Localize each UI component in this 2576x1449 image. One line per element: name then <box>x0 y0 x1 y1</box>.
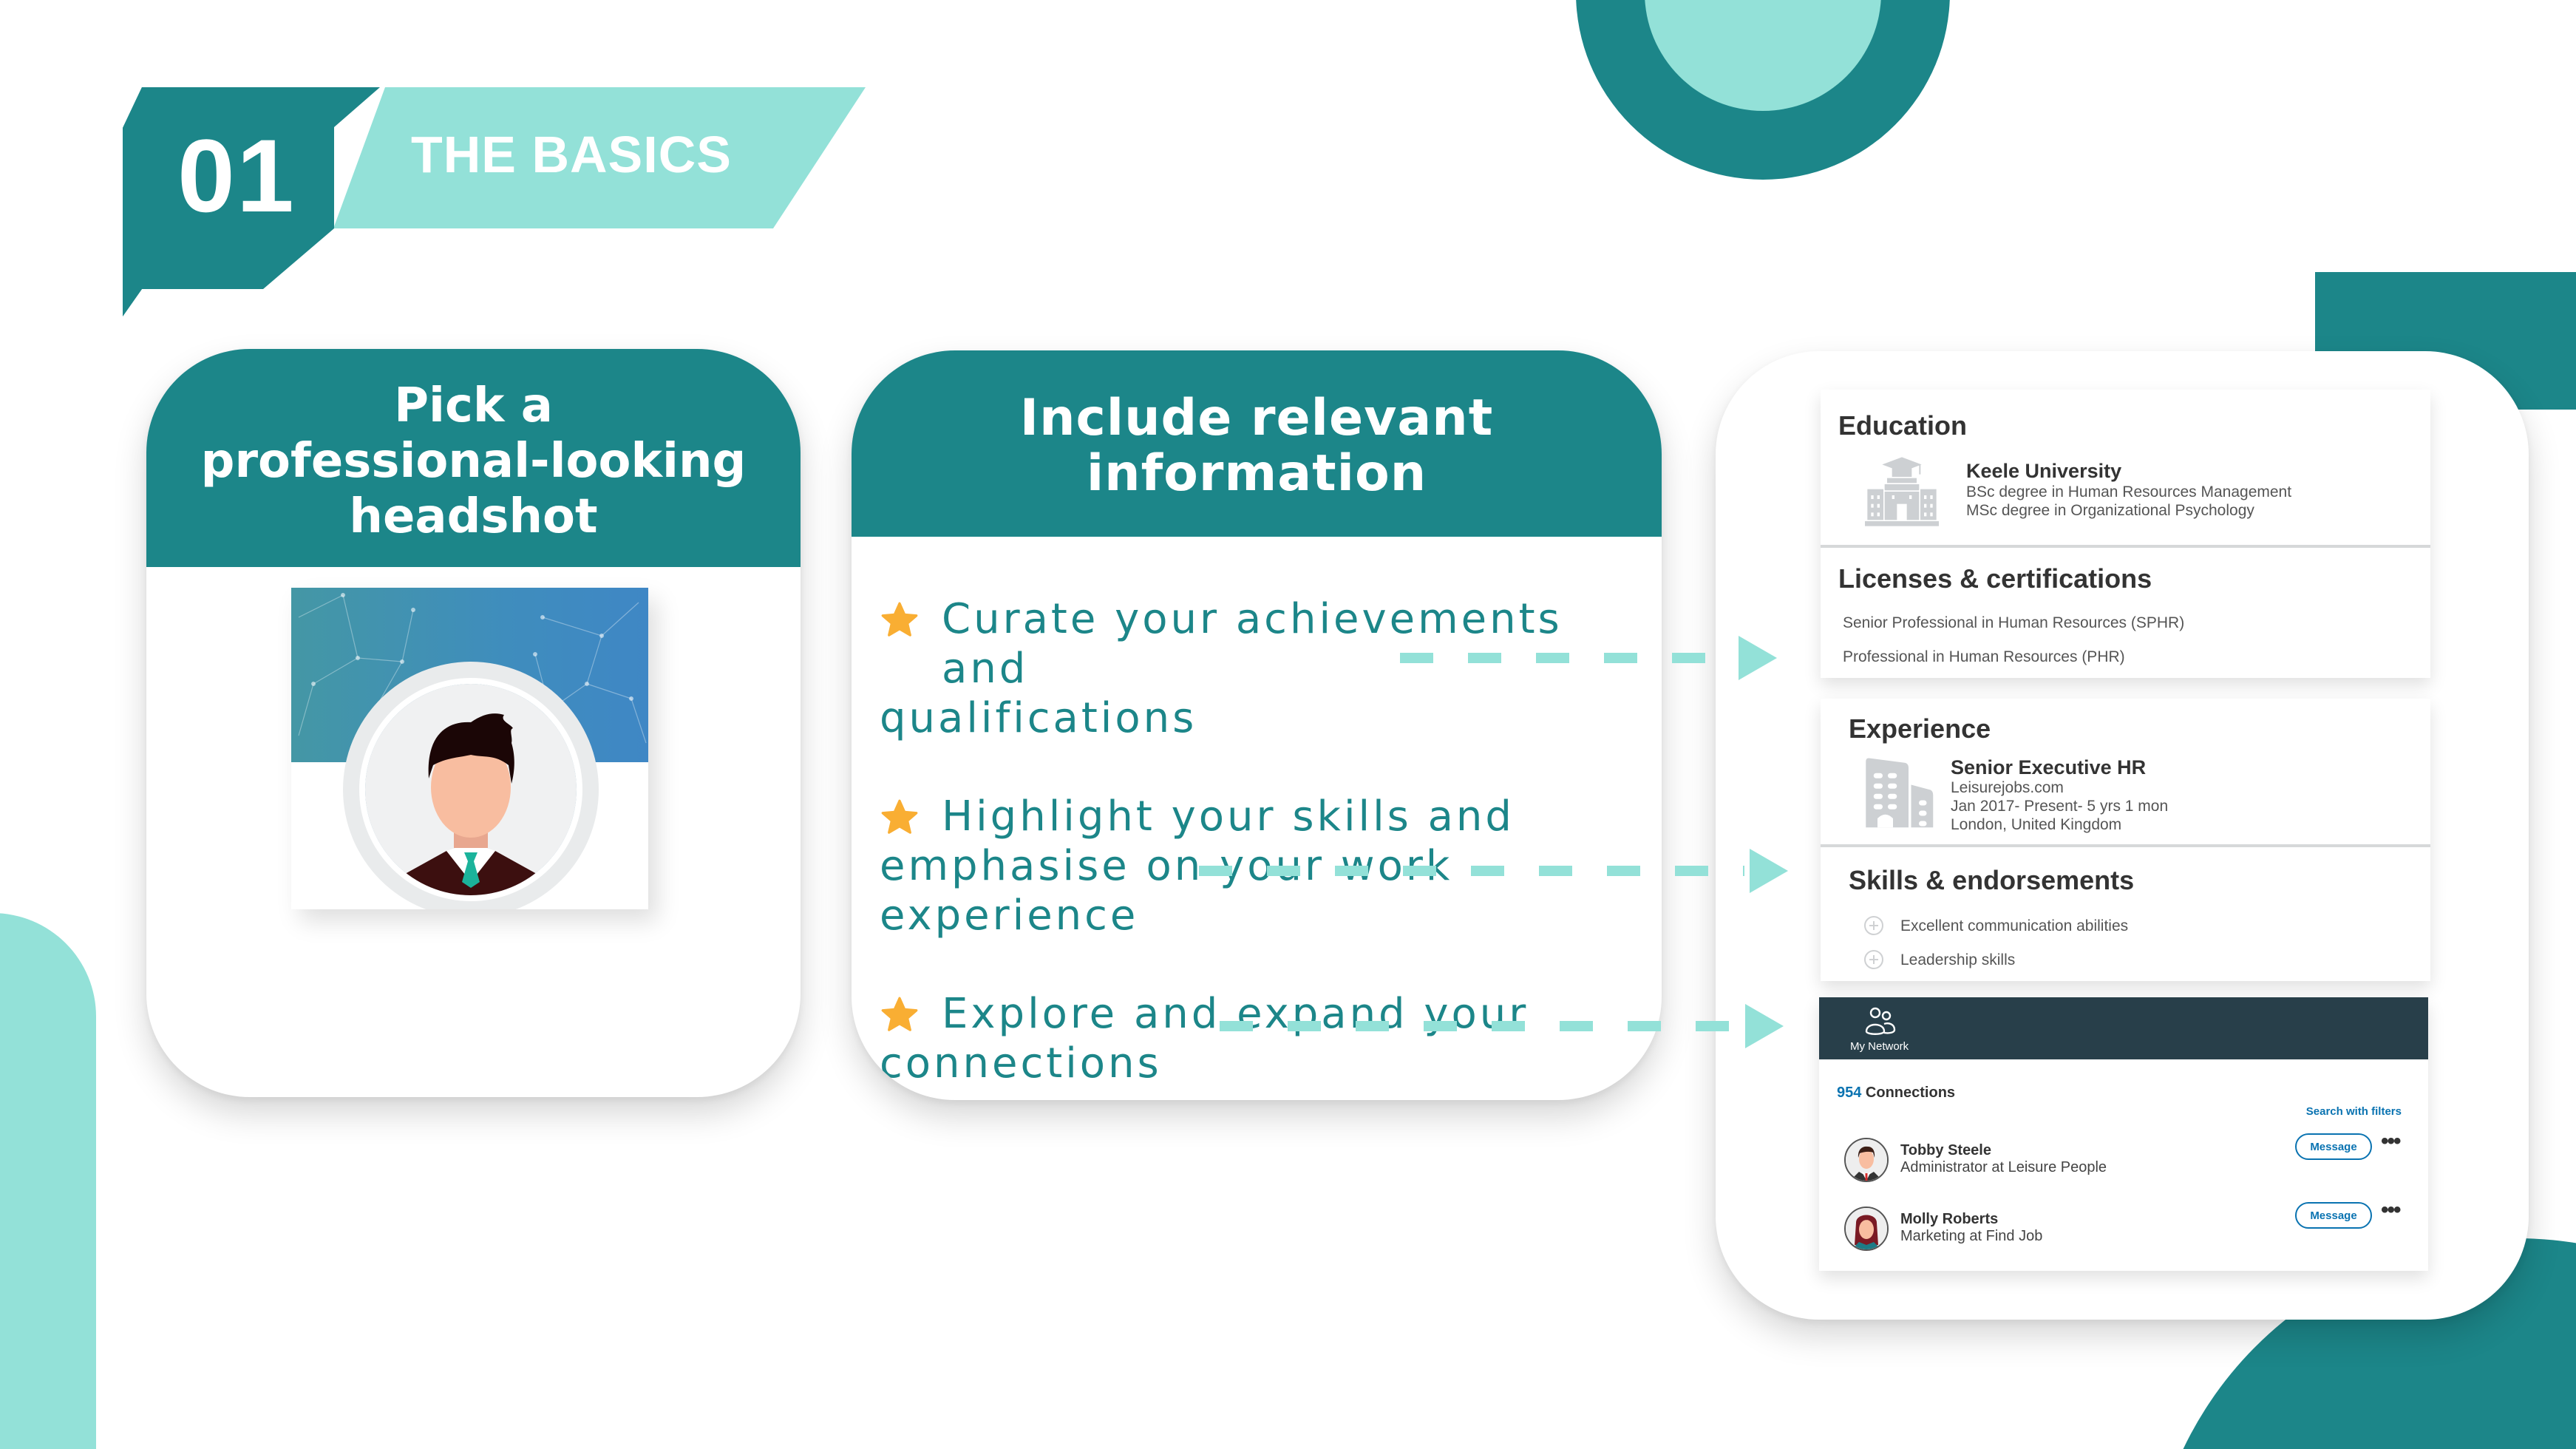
experience-skills-panel: Experience Senior Executive HR Leisurejo… <box>1821 699 2430 981</box>
banner-shape <box>123 87 866 316</box>
network-nav-bar: My Network <box>1819 997 2428 1059</box>
message-button[interactable]: Message <box>2295 1133 2372 1160</box>
female-avatar-icon <box>1846 1208 1887 1249</box>
star-icon <box>881 997 918 1031</box>
avatar-ring <box>343 662 599 909</box>
male-avatar-icon <box>1846 1139 1887 1181</box>
section-banner: 01 THE BASICS <box>123 87 877 316</box>
skills-heading: Skills & endorsements <box>1849 865 2135 895</box>
profile-preview-card: Education Keele University BSc degree in… <box>1716 351 2529 1320</box>
people-icon <box>1865 1007 1896 1035</box>
headshot-image <box>291 588 648 909</box>
dashed-line <box>1400 653 1736 663</box>
licenses-heading: Licenses & certifications <box>1838 563 2152 594</box>
avatar <box>359 678 582 901</box>
connection-role: Marketing at Find Job <box>1900 1228 2043 1244</box>
education-licenses-panel: Education Keele University BSc degree in… <box>1821 390 2430 678</box>
my-network-label: My Network <box>1850 1040 1909 1053</box>
connections-count[interactable]: 954 Connections <box>1837 1085 1956 1101</box>
star-icon <box>881 602 918 637</box>
degree-item: BSc degree in Human Resources Management <box>1966 483 2292 500</box>
headshot-title-line: headshot <box>349 489 598 544</box>
information-title-line: Include relevant <box>1019 389 1494 447</box>
arrow-to-network <box>1220 1004 1786 1048</box>
decorative-shape-left <box>0 913 96 1449</box>
skill-item: Excellent communication abilities <box>1863 915 2307 937</box>
message-button[interactable]: Message <box>2295 1202 2372 1229</box>
more-options-icon[interactable]: ••• <box>2381 1198 2401 1222</box>
information-title-line: information <box>1086 444 1427 503</box>
arrow-to-education <box>1400 636 1778 680</box>
more-options-icon[interactable]: ••• <box>2381 1129 2401 1153</box>
connection-row: Molly Roberts Marketing at Find Job Mess… <box>1844 1198 2406 1254</box>
experience-heading: Experience <box>1849 713 1991 744</box>
arrow-to-experience <box>1199 849 1790 893</box>
dashed-line <box>1220 1021 1741 1031</box>
avatar[interactable] <box>1844 1207 1889 1251</box>
network-panel: My Network 954 Connections Search with f… <box>1819 997 2428 1271</box>
section-divider <box>1821 545 2430 548</box>
job-location: London, United Kingdom <box>1951 816 2122 833</box>
employment-dates: Jan 2017- Present- 5 yrs 1 mon <box>1951 798 2169 815</box>
search-with-filters-link[interactable]: Search with filters <box>2305 1105 2402 1118</box>
star-icon <box>881 799 918 834</box>
dashed-line <box>1199 866 1744 876</box>
school-name: Keele University <box>1966 460 2122 482</box>
arrow-head-icon <box>1739 636 1777 680</box>
connection-name[interactable]: Molly Roberts <box>1900 1211 1999 1227</box>
person-avatar-icon <box>365 684 577 895</box>
section-title: THE BASICS <box>411 126 732 183</box>
arrow-head-icon <box>1745 1004 1784 1048</box>
information-card: Include relevant information Curate your… <box>852 350 1662 1100</box>
arrow-head-icon <box>1750 849 1788 893</box>
university-icon <box>1865 457 1939 526</box>
information-card-header: Include relevant information <box>852 350 1662 537</box>
company-name: Leisurejobs.com <box>1951 779 2064 796</box>
avatar[interactable] <box>1844 1138 1889 1182</box>
connection-row: Tobby Steele Administrator at Leisure Pe… <box>1844 1129 2406 1185</box>
headshot-title-line: Pick a <box>394 379 553 433</box>
my-network-tab[interactable]: My Network <box>1846 1005 1912 1056</box>
section-divider <box>1821 844 2430 847</box>
job-title: Senior Executive HR <box>1951 756 2147 778</box>
skill-item: Leadership skills <box>1863 949 2307 971</box>
headshot-title-line: professional-looking <box>200 434 747 489</box>
headshot-card: Pick a professional-looking headshot <box>146 349 801 1097</box>
section-number: 01 <box>177 118 296 234</box>
connection-name[interactable]: Tobby Steele <box>1900 1142 1991 1158</box>
degree-item: MSc degree in Organizational Psychology <box>1966 502 2254 519</box>
company-building-icon <box>1866 758 1934 828</box>
license-item: Professional in Human Resources (PHR) <box>1843 648 2125 665</box>
tip-item-achievements: Curate your achievements and qualificati… <box>880 595 1563 742</box>
tip-item-skills: Highlight your skills and emphasise on y… <box>880 793 1515 940</box>
headshot-card-header: Pick a professional-looking headshot <box>146 349 801 567</box>
license-item: Senior Professional in Human Resources (… <box>1843 614 2185 631</box>
connection-role: Administrator at Leisure People <box>1900 1159 2107 1175</box>
education-heading: Education <box>1838 410 1968 441</box>
plus-circle-icon[interactable] <box>1863 949 1884 970</box>
plus-circle-icon[interactable] <box>1863 915 1884 936</box>
